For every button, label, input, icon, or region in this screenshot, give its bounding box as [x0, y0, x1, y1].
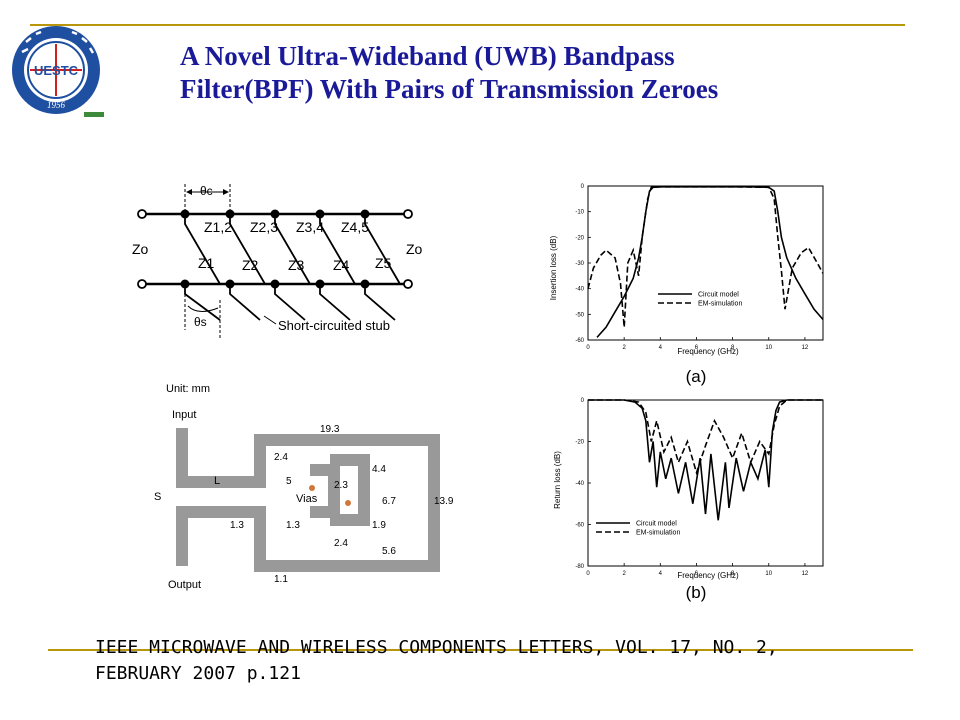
chart-b-ytick-label: -80 — [575, 564, 584, 570]
chart-b-xlabel: Frequency (GHz) — [677, 571, 739, 580]
chart-b-ylabel: Return loss (dB) — [553, 451, 562, 509]
chart-b-xtick-label: 0 — [586, 571, 590, 577]
chart-a-xlabel: Frequency (GHz) — [677, 347, 739, 356]
line-label-z34: Z3,4 — [296, 219, 324, 235]
chart-b-legend-label: Circuit model — [636, 521, 677, 528]
chart-b-series-em-simulation — [588, 399, 823, 476]
chart-a-ytick-label: 0 — [581, 184, 585, 190]
chart-a-legend-label: Circuit model — [698, 292, 739, 299]
line-label-z23: Z2,3 — [250, 219, 278, 235]
chart-b-caption: (b) — [686, 583, 707, 602]
stub-label-z1: Z1 — [198, 255, 215, 271]
chart-b-ytick-label: -20 — [575, 440, 584, 446]
zo-left-label: Zo — [132, 241, 149, 257]
chart-a-xtick-label: 2 — [622, 345, 626, 351]
dim-13-9: 13.9 — [434, 496, 454, 507]
chart-a-caption: (a) — [686, 367, 707, 386]
logo-year: 1956 — [47, 100, 66, 110]
dim-2-3: 2.3 — [334, 480, 348, 491]
circuit-schematic: θc θs Zo Zo Z1,2 Z2,3 Z3,4 Z4,5 Z1 Z2 Z3… — [132, 184, 423, 340]
output-label: Output — [168, 579, 201, 591]
return-loss-chart: Return loss (dB) Frequency (GHz) (b) 0 2 4… — [553, 398, 824, 602]
chart-b-xtick-label: 12 — [802, 571, 809, 577]
citation-line-1: IEEE MICROWAVE AND WIRELESS COMPONENTS L… — [95, 637, 778, 658]
unit-label: Unit: mm — [166, 383, 210, 395]
chart-b-xtick-label: 4 — [659, 571, 663, 577]
chart-a-xtick-label: 12 — [802, 345, 809, 351]
dim-2-4-bottom: 2.4 — [334, 538, 348, 549]
filter-layout: Unit: mm Input Output Vias L S 19.3 2.4 … — [154, 383, 454, 591]
chart-a-series-circuit-model — [596, 185, 824, 338]
chart-a-ytick-label: -30 — [575, 261, 584, 267]
chart-b-ytick-label: -40 — [575, 481, 584, 487]
line-label-z45: Z4,5 — [341, 219, 369, 235]
chart-b-xtick-label: 2 — [622, 571, 626, 577]
chart-b-xtick-label: 10 — [765, 571, 772, 577]
logo-accent-bar — [84, 112, 104, 117]
dim-S-label: S — [154, 491, 161, 503]
chart-a-xtick-label: 0 — [586, 345, 590, 351]
chart-b-ytick-label: 0 — [581, 398, 585, 404]
zo-right-label: Zo — [406, 241, 423, 257]
stub-label-z2: Z2 — [242, 257, 259, 273]
chart-a-xtick-label: 6 — [695, 345, 699, 351]
theta-s-label: θs — [194, 315, 207, 329]
insertion-loss-chart: Insertion loss (dB) Frequency (GHz) (a) … — [549, 184, 824, 386]
chart-a-xtick-label: 10 — [765, 345, 772, 351]
line-label-z12: Z1,2 — [204, 219, 232, 235]
chart-a-ytick-label: -10 — [575, 210, 584, 216]
citation-line-2: FEBRUARY 2007 p.121 — [95, 663, 301, 684]
input-label: Input — [172, 409, 196, 421]
chart-a-xtick-label: 8 — [731, 345, 735, 351]
stub-label-z3: Z3 — [288, 257, 305, 273]
chart-a-frame — [587, 185, 824, 341]
chart-b-xtick-label: 6 — [695, 571, 699, 577]
chart-b-series-circuit-model — [588, 399, 823, 521]
chart-a-ytick-label: -40 — [575, 287, 584, 293]
chart-a-ytick-label: -50 — [575, 312, 584, 318]
stub-label-z4: Z4 — [333, 257, 350, 273]
chart-a-ylabel: Insertion loss (dB) — [549, 235, 558, 300]
citation: IEEE MICROWAVE AND WIRELESS COMPONENTS L… — [95, 635, 915, 687]
dim-L-label: L — [214, 475, 220, 487]
chart-b-ytick-label: -60 — [575, 523, 584, 529]
theta-c-label: θc — [200, 184, 213, 198]
footer-rule — [48, 649, 913, 651]
dim-1-3-left: 1.3 — [230, 520, 244, 531]
dim-1-9: 1.9 — [372, 520, 386, 531]
dim-4-4: 4.4 — [372, 464, 386, 475]
university-logo: UESTC 1956 — [12, 26, 100, 114]
chart-a-legend-label: EM-simulation — [698, 301, 742, 308]
slide-title-line-1: A Novel Ultra-Wideband (UWB) Bandpass — [180, 41, 675, 71]
logo-text: UESTC — [34, 63, 79, 78]
chart-a-series-em-simulation — [587, 185, 824, 328]
dim-5-6: 5.6 — [382, 546, 396, 557]
dim-5: 5 — [286, 476, 292, 487]
top-rule — [30, 24, 905, 26]
chart-a-xtick-label: 4 — [659, 345, 663, 351]
chart-b-xtick-label: 8 — [731, 571, 735, 577]
vias-label: Vias — [296, 493, 318, 505]
short-stub-note: Short-circuited stub — [278, 318, 390, 333]
chart-a-ytick-label: -20 — [575, 235, 584, 241]
slide-title-line-2: Filter(BPF) With Pairs of Transmission Z… — [180, 74, 719, 104]
dim-2-4-top: 2.4 — [274, 452, 288, 463]
chart-b-frame — [587, 399, 824, 567]
slide-title: A Novel Ultra-Wideband (UWB) Bandpass Fi… — [180, 40, 920, 106]
chart-b-legend-label: EM-simulation — [636, 530, 680, 537]
dim-1-3-right: 1.3 — [286, 520, 300, 531]
dim-1-1: 1.1 — [274, 574, 288, 585]
dim-6-7: 6.7 — [382, 496, 396, 507]
stub-label-z5: Z5 — [375, 255, 392, 271]
chart-a-ytick-label: -60 — [575, 338, 584, 344]
dim-19-3: 19.3 — [320, 424, 340, 435]
